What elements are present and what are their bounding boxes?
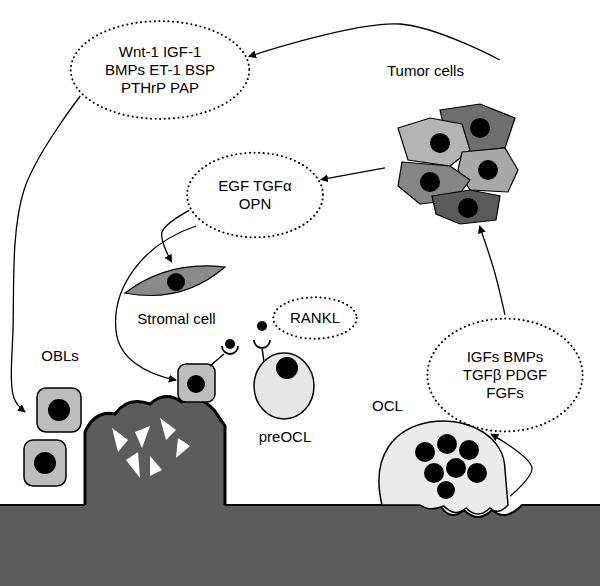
- node-label: Tumor cells: [387, 62, 464, 80]
- factor-cloud: Wnt-1 IGF-1 BMPs ET-1 BSP PTHrP PAP: [68, 18, 252, 122]
- tumor-cell: [398, 118, 470, 166]
- new-bone-crystal: [112, 428, 128, 452]
- node-label: Wnt-1 IGF-1 BMPs ET-1 BSP PTHrP PAP: [100, 43, 220, 97]
- cell-nucleus: [167, 273, 185, 291]
- rankl-ligand: [257, 321, 267, 331]
- dotted-ellipse: [427, 319, 582, 432]
- osteoblast-cell: [37, 388, 81, 432]
- node-label: OBLs: [41, 347, 79, 365]
- node-label: OCL: [372, 397, 403, 415]
- osteoclast-group: OCL: [370, 395, 510, 510]
- new-bone-crystal: [135, 426, 150, 448]
- cell-nucleus: [458, 198, 478, 218]
- receptor-stalk: [262, 348, 264, 362]
- bone-surface-line: [85, 396, 225, 505]
- stromal-cell-group: Stromal cell: [128, 262, 225, 330]
- tumor-cell: [458, 148, 518, 192]
- rankl-ligand: [225, 339, 235, 349]
- preosteoclast-group: preOCL: [250, 350, 320, 448]
- node-label: RANKL: [290, 309, 340, 327]
- cell-nucleus: [415, 442, 435, 462]
- tumor-cell-group: Tumor cells: [385, 60, 520, 226]
- new-bone-crystal: [160, 418, 176, 440]
- new-bone-crystal: [176, 438, 190, 458]
- osteoclast-cell: [379, 421, 508, 514]
- signal-arrow: [11, 96, 80, 412]
- signal-arrow: [321, 168, 385, 180]
- cell-nucleus: [276, 357, 298, 379]
- node-label: IGFs BMPs TGFβ PDGF FGFs: [455, 348, 555, 402]
- factor-cloud: IGFs BMPs TGFβ PDGF FGFs: [425, 315, 585, 435]
- signal-arrow: [491, 434, 532, 496]
- cell-nucleus: [467, 463, 487, 483]
- signal-arrow: [249, 24, 500, 60]
- new-bone-crystal: [126, 452, 140, 478]
- cell-nucleus: [470, 118, 490, 138]
- cell-nucleus: [446, 458, 466, 478]
- signal-arrow: [162, 210, 190, 262]
- factor-cloud: RANKL: [272, 296, 358, 340]
- tumor-cell: [432, 190, 500, 224]
- node-label: preOCL: [259, 428, 312, 446]
- cell-nucleus: [48, 399, 70, 421]
- cell-nucleus: [459, 440, 479, 460]
- bone-surface-line: [0, 505, 600, 517]
- rankl-expressing-cell: [178, 364, 215, 402]
- dotted-ellipse: [187, 153, 323, 238]
- node-label: Stromal cell: [137, 310, 215, 328]
- cell-nucleus: [478, 160, 498, 180]
- cell-nucleus: [34, 452, 56, 474]
- cell-nucleus: [437, 481, 455, 499]
- dotted-ellipse: [71, 21, 249, 119]
- cell-nucleus: [187, 375, 205, 393]
- osteoblast-group: OBLs: [25, 345, 95, 492]
- node-label: EGF TGFα OPN: [210, 177, 300, 213]
- rank-receptor: [254, 340, 270, 348]
- bone-matrix: [0, 396, 600, 586]
- new-bone-crystal: [150, 456, 162, 476]
- cell-nucleus: [430, 133, 450, 153]
- cell-nucleus: [437, 434, 457, 454]
- cell-nucleus: [420, 172, 440, 192]
- cell-nucleus: [424, 463, 444, 483]
- stromal-cell: [125, 266, 225, 296]
- signal-arrow: [480, 226, 506, 315]
- factor-cloud: EGF TGFα OPN: [185, 150, 325, 240]
- dotted-ellipse: [273, 297, 356, 338]
- ligand-stalk: [210, 354, 224, 366]
- preosteoclast-cell: [254, 353, 314, 419]
- osteoblast-cell: [24, 440, 66, 486]
- signal-arrow: [116, 226, 196, 380]
